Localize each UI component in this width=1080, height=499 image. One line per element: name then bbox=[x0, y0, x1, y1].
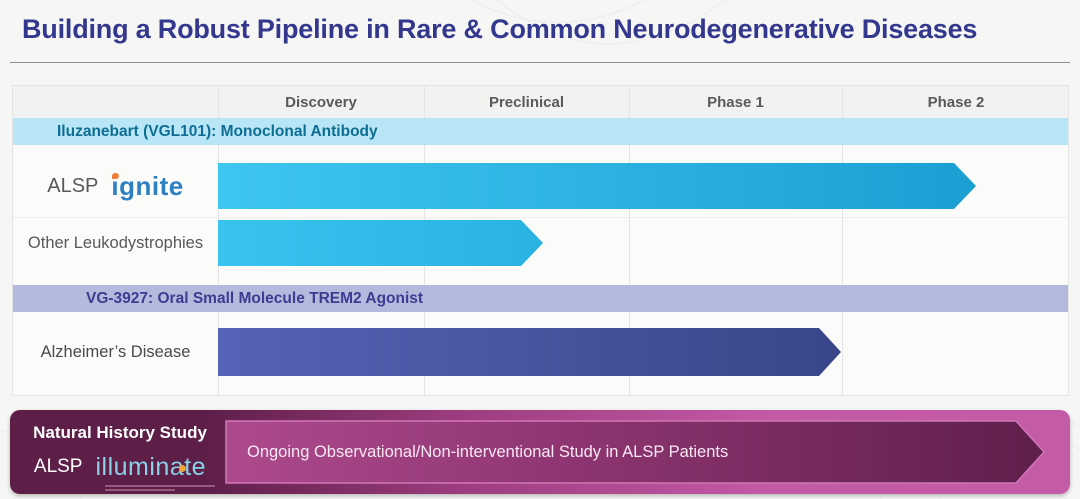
natural-history-study-banner: Natural History Study ALSP illuminate On… bbox=[10, 410, 1070, 494]
nhs-program-row: ALSP illuminate bbox=[10, 452, 230, 482]
pipeline-table: Discovery Preclinical Phase 1 Phase 2 Il… bbox=[12, 85, 1069, 396]
ignite-logo-text: ignite bbox=[111, 170, 184, 201]
grid-line bbox=[842, 86, 843, 395]
phase-header-phase2: Phase 2 bbox=[927, 93, 985, 111]
row-divider bbox=[13, 217, 1068, 218]
illuminate-logo-text: illuminate bbox=[95, 452, 207, 481]
nhs-left-panel: Natural History Study ALSP illuminate bbox=[10, 410, 230, 494]
nhs-title: Natural History Study bbox=[33, 423, 207, 442]
other-leukodystrophies-pipeline-bar bbox=[218, 220, 543, 266]
title-underline bbox=[10, 62, 1070, 63]
row-label-alzheimers: Alzheimer’s Disease bbox=[40, 342, 191, 361]
grid-line bbox=[629, 86, 630, 395]
ignite-logo: ignite bbox=[111, 171, 183, 202]
fine-print bbox=[105, 485, 215, 493]
phase-header-preclinical: Preclinical bbox=[488, 93, 565, 111]
alzheimers-pipeline-bar bbox=[218, 328, 841, 376]
row-label-other-leukodystrophies: Other Leukodystrophies bbox=[27, 233, 204, 252]
program-banner-iluzanebart: Iluzanebart (VGL101): Monoclonal Antibod… bbox=[13, 118, 1068, 145]
illuminate-sun-dot-icon bbox=[179, 464, 187, 472]
ignite-flame-dot-icon bbox=[112, 172, 119, 179]
phase-header-discovery: Discovery bbox=[285, 93, 357, 111]
program-banner-vg3927: VG-3927: Oral Small Molecule TREM2 Agoni… bbox=[13, 285, 1068, 312]
phase-header-phase1: Phase 1 bbox=[707, 93, 764, 111]
alsp-label: ALSP bbox=[47, 174, 99, 197]
illuminate-logo: illuminate bbox=[95, 453, 206, 482]
phase-header-row bbox=[13, 86, 1068, 118]
nhs-arrow: Ongoing Observational/Non-interventional… bbox=[225, 420, 1046, 484]
nhs-alsp-label: ALSP bbox=[33, 456, 83, 477]
alsp-pipeline-bar bbox=[218, 163, 976, 209]
row-label-alsp: ALSP ignite bbox=[13, 163, 218, 209]
nhs-arrow-text: Ongoing Observational/Non-interventional… bbox=[247, 442, 729, 461]
page-title: Building a Robust Pipeline in Rare & Com… bbox=[22, 14, 978, 44]
